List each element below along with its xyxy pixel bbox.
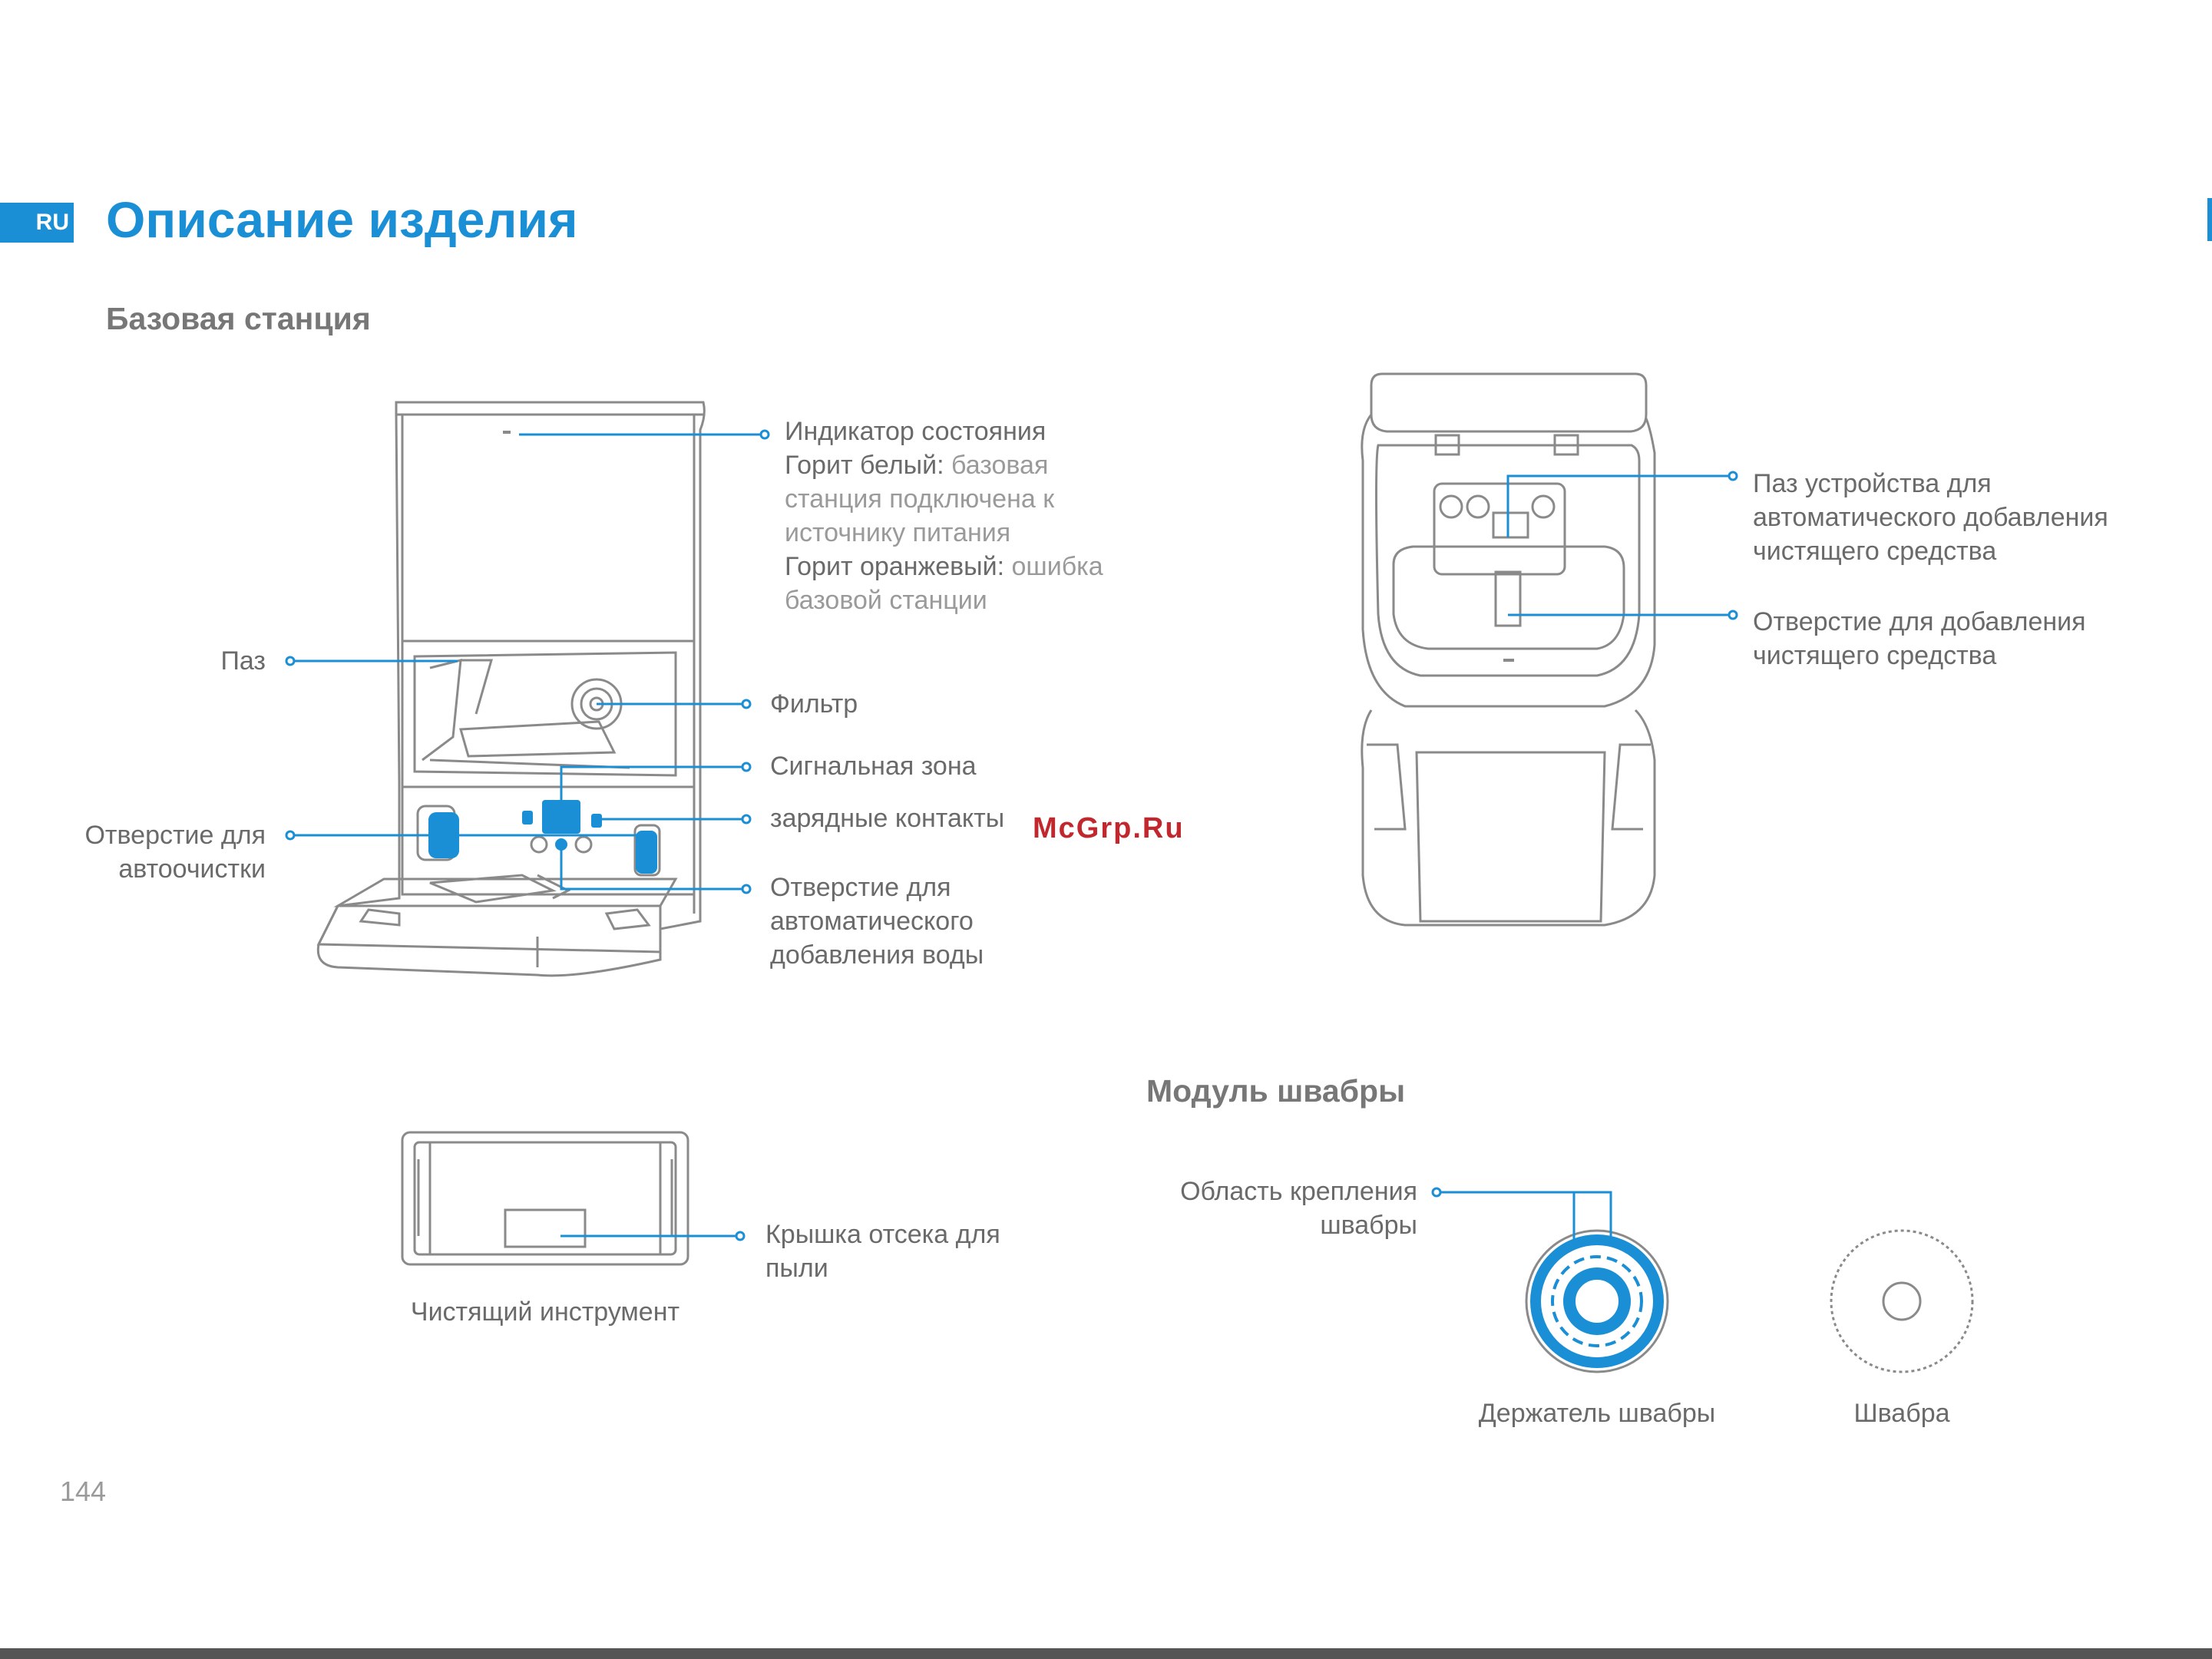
edge-marker bbox=[2207, 198, 2212, 241]
language-tab: RU bbox=[0, 203, 74, 243]
mop-holder-drawing bbox=[1525, 1229, 1669, 1373]
mop-mount-area-label: Область крепления швабры bbox=[1106, 1175, 1417, 1242]
status-orange-label: Горит оранжевый: bbox=[785, 552, 1005, 581]
detergent-slot-label: Паз устройства для автоматического добав… bbox=[1753, 467, 2108, 568]
auto-clean-hole-label: Отверстие для автоочистки bbox=[31, 818, 266, 886]
detergent-slot-line-3: чистящего средства bbox=[1753, 537, 1997, 566]
auto-water-hole-label: Отверстие для автоматического добавления… bbox=[770, 871, 984, 972]
page-number: 144 bbox=[60, 1476, 107, 1507]
mop-mount-area-line-2: швабры bbox=[1320, 1211, 1417, 1240]
auto-clean-hole-line-2: автоочистки bbox=[118, 854, 266, 884]
cleaning-tool-caption: Чистящий инструмент bbox=[410, 1297, 680, 1327]
leader-detergent-slot bbox=[1506, 474, 1733, 537]
signal-zone-highlight bbox=[542, 800, 580, 834]
watermark: McGrp.Ru bbox=[1033, 812, 1185, 844]
base-station-top-drawing bbox=[1361, 372, 1656, 927]
mop-mount-area-line-1: Область крепления bbox=[1180, 1177, 1417, 1206]
auto-water-hole-line-1: Отверстие для bbox=[770, 873, 951, 902]
cleaning-tool-drawing bbox=[401, 1131, 689, 1266]
auto-clean-hole-line-1: Отверстие для bbox=[84, 821, 266, 850]
slot-label: Паз bbox=[220, 646, 266, 676]
status-white-label: Горит белый: bbox=[785, 451, 944, 480]
leader-signal bbox=[560, 765, 746, 800]
contact-right bbox=[591, 814, 602, 828]
charging-contacts-label: зарядные контакты bbox=[770, 804, 1005, 833]
bottom-rule bbox=[0, 1648, 2212, 1659]
mop-holder-caption: Держатель швабры bbox=[1478, 1399, 1716, 1428]
status-orange-desc-2: базовой станции bbox=[785, 586, 987, 615]
section-title-mop-module: Модуль швабры bbox=[1146, 1073, 1406, 1109]
status-white-desc-3: источнику питания bbox=[785, 518, 1011, 547]
status-white-line: Горит белый: базовая bbox=[785, 448, 1103, 482]
status-indicator-heading: Индикатор состояния bbox=[785, 417, 1046, 446]
page-title: Описание изделия bbox=[106, 191, 578, 248]
status-orange-line: Горит оранжевый: ошибка bbox=[785, 550, 1103, 583]
leader-mop-mount bbox=[1437, 1191, 1612, 1240]
status-indicator-label: Индикатор состояния Горит белый: базовая… bbox=[785, 415, 1103, 617]
mop-caption: Швабра bbox=[1853, 1399, 1950, 1428]
signal-zone-label: Сигнальная зона bbox=[770, 752, 977, 781]
dust-cover-label: Крышка отсека для пыли bbox=[765, 1218, 1000, 1285]
dust-cover-line-2: пыли bbox=[765, 1254, 828, 1283]
leader-water bbox=[560, 844, 746, 891]
filter-label: Фильтр bbox=[770, 689, 858, 719]
detergent-hole-line-2: чистящего средства bbox=[1753, 641, 1997, 670]
auto-clean-hole-highlight-right bbox=[636, 831, 657, 874]
detergent-hole-line-1: Отверстие для добавления bbox=[1753, 607, 2086, 636]
dust-cover-line-1: Крышка отсека для bbox=[765, 1220, 1000, 1249]
mop-pad-drawing bbox=[1830, 1229, 1974, 1373]
section-title-base-station: Базовая станция bbox=[106, 301, 371, 336]
auto-water-hole-line-2: автоматического bbox=[770, 907, 974, 936]
detergent-hole-label: Отверстие для добавления чистящего средс… bbox=[1753, 605, 2086, 673]
status-white-desc: базовая bbox=[951, 451, 1049, 480]
auto-water-hole-line-3: добавления воды bbox=[770, 940, 984, 970]
base-station-front-drawing bbox=[316, 401, 706, 977]
contact-left bbox=[522, 811, 533, 825]
detergent-slot-line-2: автоматического добавления bbox=[1753, 503, 2108, 532]
status-orange-desc: ошибка bbox=[1011, 552, 1103, 581]
status-white-desc-2: станция подключена к bbox=[785, 484, 1055, 514]
detergent-slot-line-1: Паз устройства для bbox=[1753, 469, 1992, 498]
